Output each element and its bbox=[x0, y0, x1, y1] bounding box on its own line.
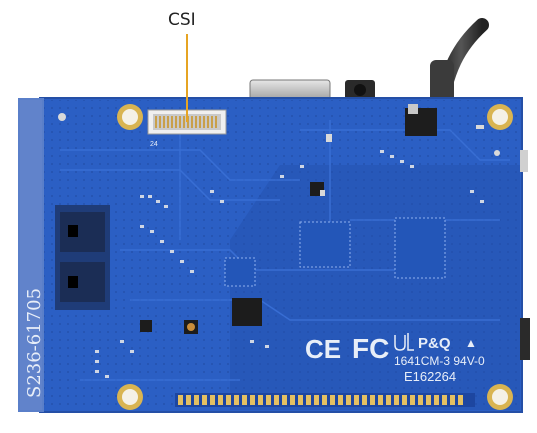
side-connector bbox=[520, 318, 530, 360]
cable-plug bbox=[430, 60, 454, 105]
ul-mark-icon bbox=[394, 333, 414, 351]
mark-pq: P&Q bbox=[418, 335, 451, 352]
mark-pq-code: 1641CM-3 94V-0 bbox=[394, 354, 485, 368]
components bbox=[140, 125, 484, 334]
smd-pads bbox=[95, 150, 484, 378]
mounting-holes bbox=[58, 104, 513, 410]
mark-ce: CE bbox=[305, 334, 341, 364]
mark-cert: E162264 bbox=[404, 369, 456, 384]
warning-triangle-icon: ▲ bbox=[465, 336, 477, 350]
csi-callout-label: CSI bbox=[168, 10, 196, 30]
terminal-block bbox=[55, 205, 110, 310]
connector-pin-label: 24 bbox=[150, 141, 158, 148]
mark-fc: FC bbox=[352, 333, 389, 364]
board-vertical-code: S236-61705 bbox=[24, 288, 45, 398]
gpio-pins bbox=[178, 395, 463, 405]
